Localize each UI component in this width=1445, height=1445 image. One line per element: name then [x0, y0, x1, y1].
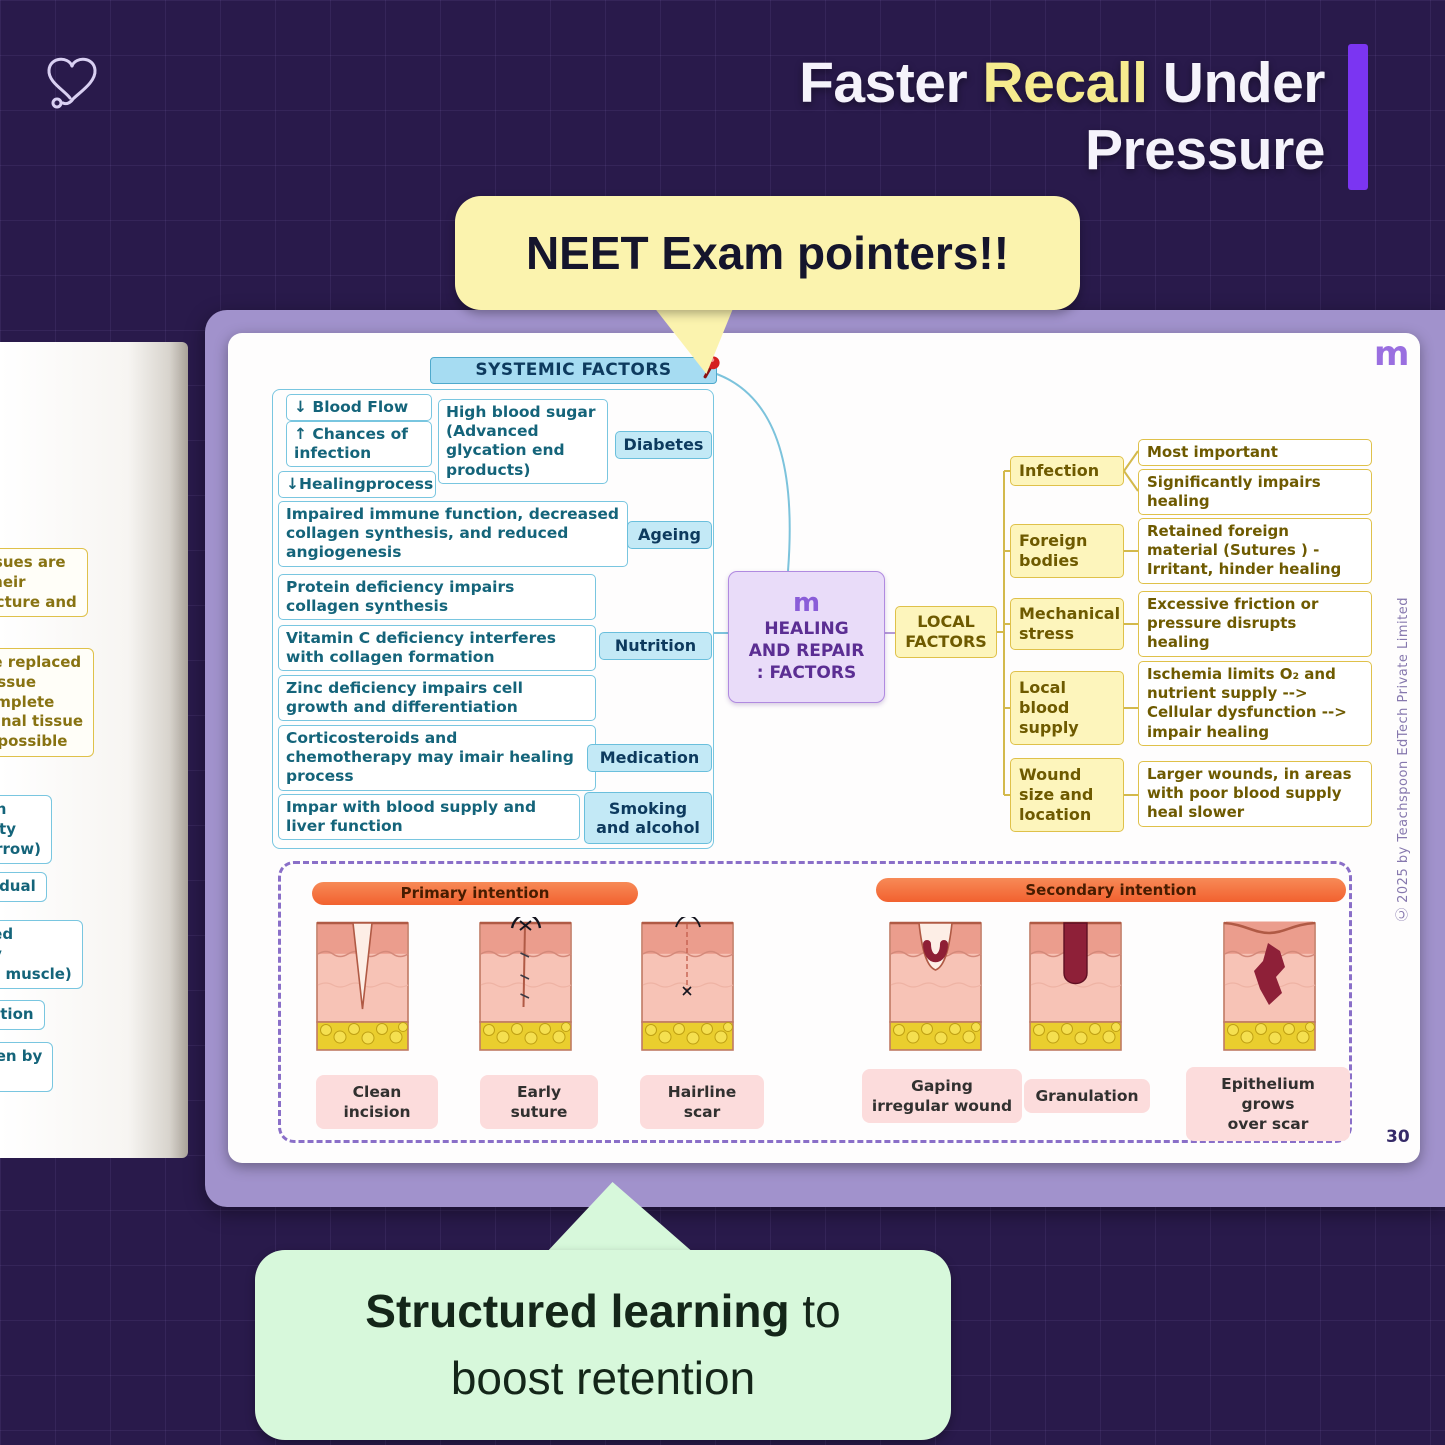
systemic-category-nutrition: Nutrition [599, 632, 712, 660]
local-factors-header: LOCAL FACTORS [895, 606, 997, 658]
local-category-mechanical-stress: Mechanical stress [1010, 598, 1124, 650]
systemic-detail: Vitamin C deficiency interferes with col… [278, 625, 596, 672]
systemic-factors-header: SYSTEMIC FACTORS [430, 357, 717, 384]
wound-label: Gaping irregular wound [862, 1069, 1022, 1124]
page-fragment: ted ty al muscle) [0, 920, 83, 990]
wound-hairline-scar-illustration [641, 917, 734, 1051]
systemic-category-smoking: Smoking and alcohol [584, 792, 712, 844]
wound-gaping-illustration [889, 921, 982, 1051]
page-number: 30 [1386, 1127, 1410, 1147]
primary-intention-bar: Primary intention [312, 882, 638, 905]
title-accent-bar [1348, 44, 1368, 190]
wound-epithelium-scar-illustration [1223, 921, 1316, 1051]
wound-early-suture-illustration [479, 917, 572, 1051]
systemic-detail: Impaired immune function, decreased coll… [278, 501, 628, 567]
wound-label: Early suture [480, 1075, 598, 1130]
structured-learning-line1: Structured learning to [365, 1278, 840, 1345]
page-fragment: sidual [0, 872, 47, 902]
previous-page: ssues are their ucture and re replaced t… [0, 342, 188, 1158]
systemic-group-outline [272, 389, 714, 849]
local-category-foreign-bodies: Foreign bodies [1010, 524, 1124, 578]
local-detail: Retained foreign material (Sutures ) - I… [1138, 518, 1372, 584]
structured-learning-line2: boost retention [450, 1352, 756, 1404]
systemic-detail: Corticosteroids and chemotherapy may ima… [278, 725, 596, 791]
title-line2: Pressure [1084, 118, 1326, 183]
systemic-category-ageing: Ageing [627, 521, 712, 549]
local-detail: Most important [1138, 439, 1372, 467]
local-category-infection: Infection [1010, 456, 1124, 486]
systemic-detail: High blood sugar (Advanced glycation end… [438, 399, 608, 484]
systemic-side-note: ↑ Chances of infection [286, 421, 432, 468]
title-text-pre: Faster [799, 51, 983, 115]
healing-diagram-panel [278, 861, 1352, 1143]
secondary-intention-bar: Secondary intention [876, 878, 1346, 902]
title-text-post: Under [1147, 51, 1326, 115]
neet-callout-bubble: NEET Exam pointers!! [455, 196, 1080, 310]
local-category-blood-supply: Local blood supply [1010, 671, 1124, 745]
local-detail: Ischemia limits O₂ and nutrient supply -… [1138, 661, 1372, 746]
copyright-vertical: Ⓒ 2025 by Teachspoon EdTech Private Limi… [1396, 597, 1411, 921]
page-fragment: re replaced tissue omplete ginal tissue … [0, 648, 95, 757]
page-fragment: lation [0, 1000, 45, 1030]
wound-label: Granulation [1024, 1079, 1150, 1114]
systemic-side-note: ↓ Blood Flow [286, 394, 432, 422]
wound-label: Clean incision [316, 1075, 438, 1130]
brand-heart-logo-icon [47, 57, 97, 109]
notes-page: SYSTEMIC FACTORS ↓ Blood Flow ↑ Chances … [228, 333, 1420, 1163]
systemic-category-diabetes: Diabetes [615, 431, 712, 459]
wound-label: Hairline scar [640, 1075, 764, 1130]
mindmap-connectors [713, 372, 1139, 796]
local-detail: Significantly impairs healing [1138, 469, 1372, 516]
systemic-side-note: ↓Healingprocess [278, 471, 436, 499]
structured-learning-bold: Structured learning [365, 1285, 790, 1338]
local-category-wound-size: Wound size and location [1010, 758, 1124, 832]
structured-learning-rest: to [789, 1285, 841, 1338]
page-brand-logo-icon: m [1374, 334, 1410, 374]
wound-clean-incision-illustration [316, 921, 409, 1051]
central-topic-title: HEALING AND REPAIR : FACTORS [748, 618, 865, 684]
local-detail: Excessive friction or pressure disrupts … [1138, 591, 1372, 657]
brand-logo-icon: m [792, 587, 821, 618]
title-highlight: Recall [982, 51, 1148, 115]
structured-learning-bubble: Structured learning to boost retention [255, 1250, 951, 1440]
page-fragment: gen by r [0, 1042, 54, 1092]
central-topic-box: m HEALING AND REPAIR : FACTORS [728, 571, 885, 703]
neet-callout-text: NEET Exam pointers!! [525, 227, 1010, 279]
systemic-detail: Zinc deficiency impairs cell growth and … [278, 675, 596, 722]
systemic-detail: Impar with blood supply and liver functi… [278, 794, 580, 841]
page-fragment: ssues are their ucture and [0, 548, 88, 618]
wound-granulation-illustration [1029, 921, 1122, 1051]
systemic-category-medication: Medication [587, 744, 712, 772]
page-fragment: gh city arrow) [0, 795, 52, 865]
systemic-detail: Protein deficiency impairs collagen synt… [278, 574, 596, 621]
wound-label: Epithelium grows over scar [1186, 1067, 1350, 1142]
local-detail: Larger wounds, in areas with poor blood … [1138, 761, 1372, 827]
